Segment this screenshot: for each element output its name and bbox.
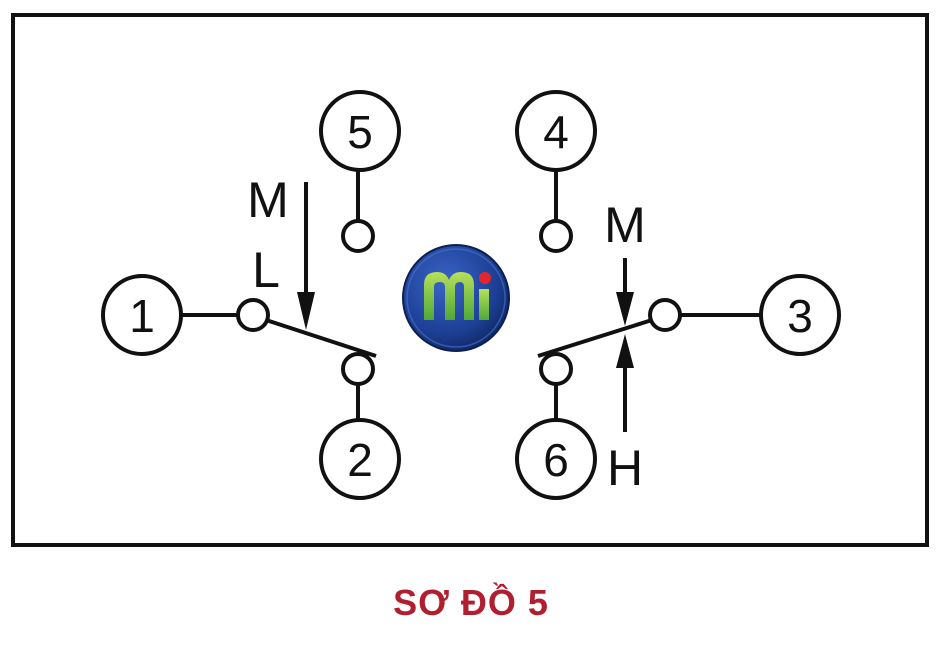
contact-l	[236, 298, 270, 332]
contact-6	[539, 352, 573, 386]
terminal-5: 5	[319, 90, 401, 172]
terminal-2-label: 2	[347, 434, 373, 486]
right-h-arrow-head	[616, 334, 634, 368]
mi-logo-icon	[402, 244, 510, 352]
terminal-4-label: 4	[543, 106, 569, 158]
contact-4	[539, 219, 573, 253]
right-switch-blade	[537, 318, 653, 358]
terminal-1: 1	[101, 274, 183, 356]
caption-text: SƠ ĐỒ 5	[393, 582, 549, 623]
terminal-5-label: 5	[347, 106, 373, 158]
left-switch-blade	[265, 318, 377, 358]
right-h-label: H	[607, 440, 643, 496]
terminal-2: 2	[319, 418, 401, 500]
terminal-3: 3	[759, 274, 841, 356]
contact-5	[341, 219, 375, 253]
terminal-3-label: 3	[787, 290, 813, 342]
diagram-caption: SƠ ĐỒ 5	[0, 582, 942, 624]
terminal-6-label: 6	[543, 434, 569, 486]
left-switch	[182, 170, 377, 420]
terminal-6: 6	[515, 418, 597, 500]
contact-3	[648, 298, 682, 332]
left-l-label: L	[252, 242, 280, 298]
right-m-arrow-head	[616, 292, 634, 326]
contact-2	[341, 352, 375, 386]
terminal-4: 4	[515, 90, 597, 172]
terminal-1-label: 1	[129, 290, 155, 342]
left-m-label: M	[247, 172, 289, 228]
right-m-label: M	[604, 197, 646, 253]
right-switch	[537, 170, 762, 432]
left-m-arrow-head	[297, 292, 315, 330]
